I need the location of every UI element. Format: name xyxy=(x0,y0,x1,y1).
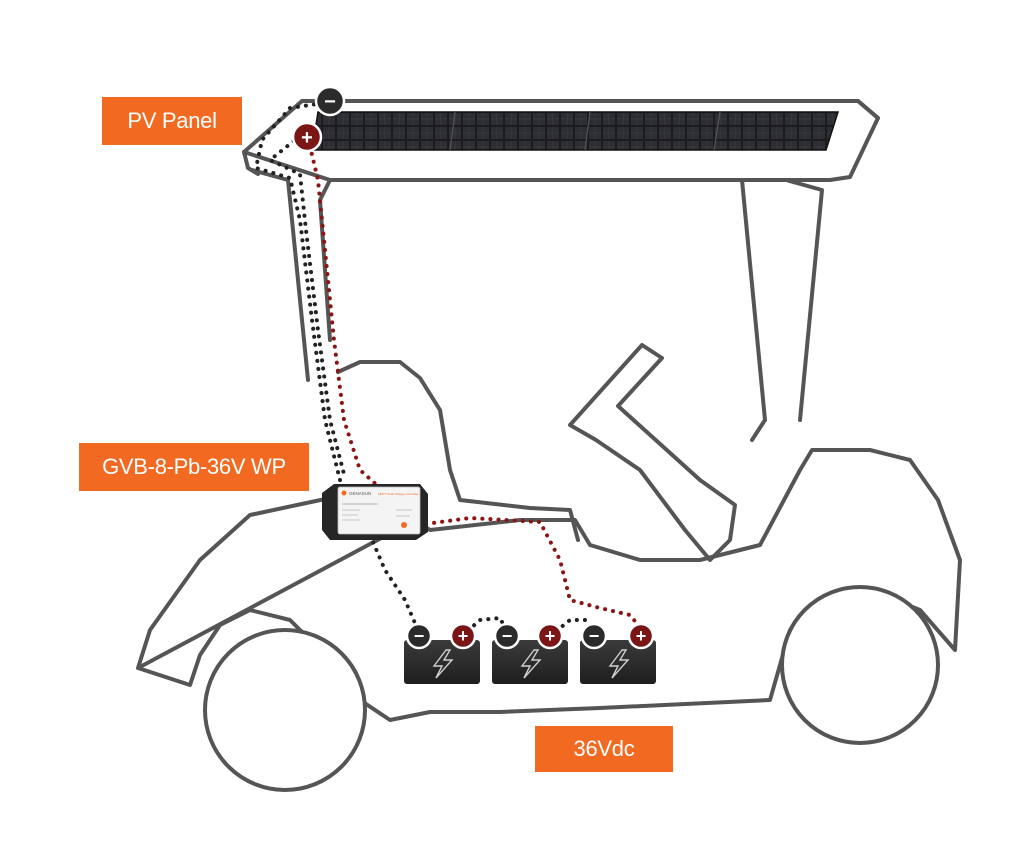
terminal-markers: − + − + − + − + xyxy=(291,85,655,650)
battery-1 xyxy=(404,640,480,684)
lightning-bolt-icon xyxy=(608,649,630,679)
panel-positive-terminal: + xyxy=(291,121,323,153)
panel-negative-terminal: − xyxy=(314,85,346,117)
rear-wheel xyxy=(203,628,367,792)
controller-brand: GENASUN xyxy=(349,491,371,496)
seat-back xyxy=(336,360,580,542)
battery-3-negative-terminal: − xyxy=(580,622,608,650)
wire-battery-1-2 xyxy=(460,615,508,638)
charge-controller: GENASUN MPPT Solar Charge Controller xyxy=(322,484,428,540)
pv-panel-label: PV Panel xyxy=(102,97,242,145)
wiring xyxy=(253,100,644,638)
steering-wheel xyxy=(568,343,737,562)
battery-3-positive-terminal: + xyxy=(627,622,655,650)
svg-text:−: − xyxy=(502,626,513,646)
battery-3 xyxy=(580,640,656,684)
pv-panel xyxy=(311,111,840,151)
battery-2 xyxy=(492,640,568,684)
positive-sign: + xyxy=(301,127,313,149)
battery-1-positive-terminal: + xyxy=(449,622,477,650)
lightning-bolt-icon xyxy=(520,649,542,679)
svg-text:+: + xyxy=(545,626,556,646)
wire-positive-panel-down xyxy=(306,136,380,488)
negative-sign: − xyxy=(324,91,336,113)
wire-positive-to-battery xyxy=(416,515,644,632)
wire-negative-to-battery xyxy=(368,533,420,632)
voltage-label: 36Vdc xyxy=(535,726,673,772)
svg-text:−: − xyxy=(589,626,600,646)
svg-text:+: + xyxy=(458,626,469,646)
wire-negative-panel-down xyxy=(253,100,342,482)
wire-negative-panel-down-2 xyxy=(266,134,347,480)
svg-text:−: − xyxy=(414,626,425,646)
controller-product: MPPT Solar Charge Controller xyxy=(378,492,419,496)
front-post xyxy=(740,178,824,442)
battery-2-positive-terminal: + xyxy=(536,622,564,650)
front-wheel xyxy=(780,585,940,745)
battery-2-negative-terminal: − xyxy=(493,622,521,650)
battery-1-negative-terminal: − xyxy=(405,622,433,650)
controller-label: GVB-8-Pb-36V WP xyxy=(79,443,309,491)
svg-text:+: + xyxy=(636,626,647,646)
lightning-bolt-icon xyxy=(432,649,454,679)
